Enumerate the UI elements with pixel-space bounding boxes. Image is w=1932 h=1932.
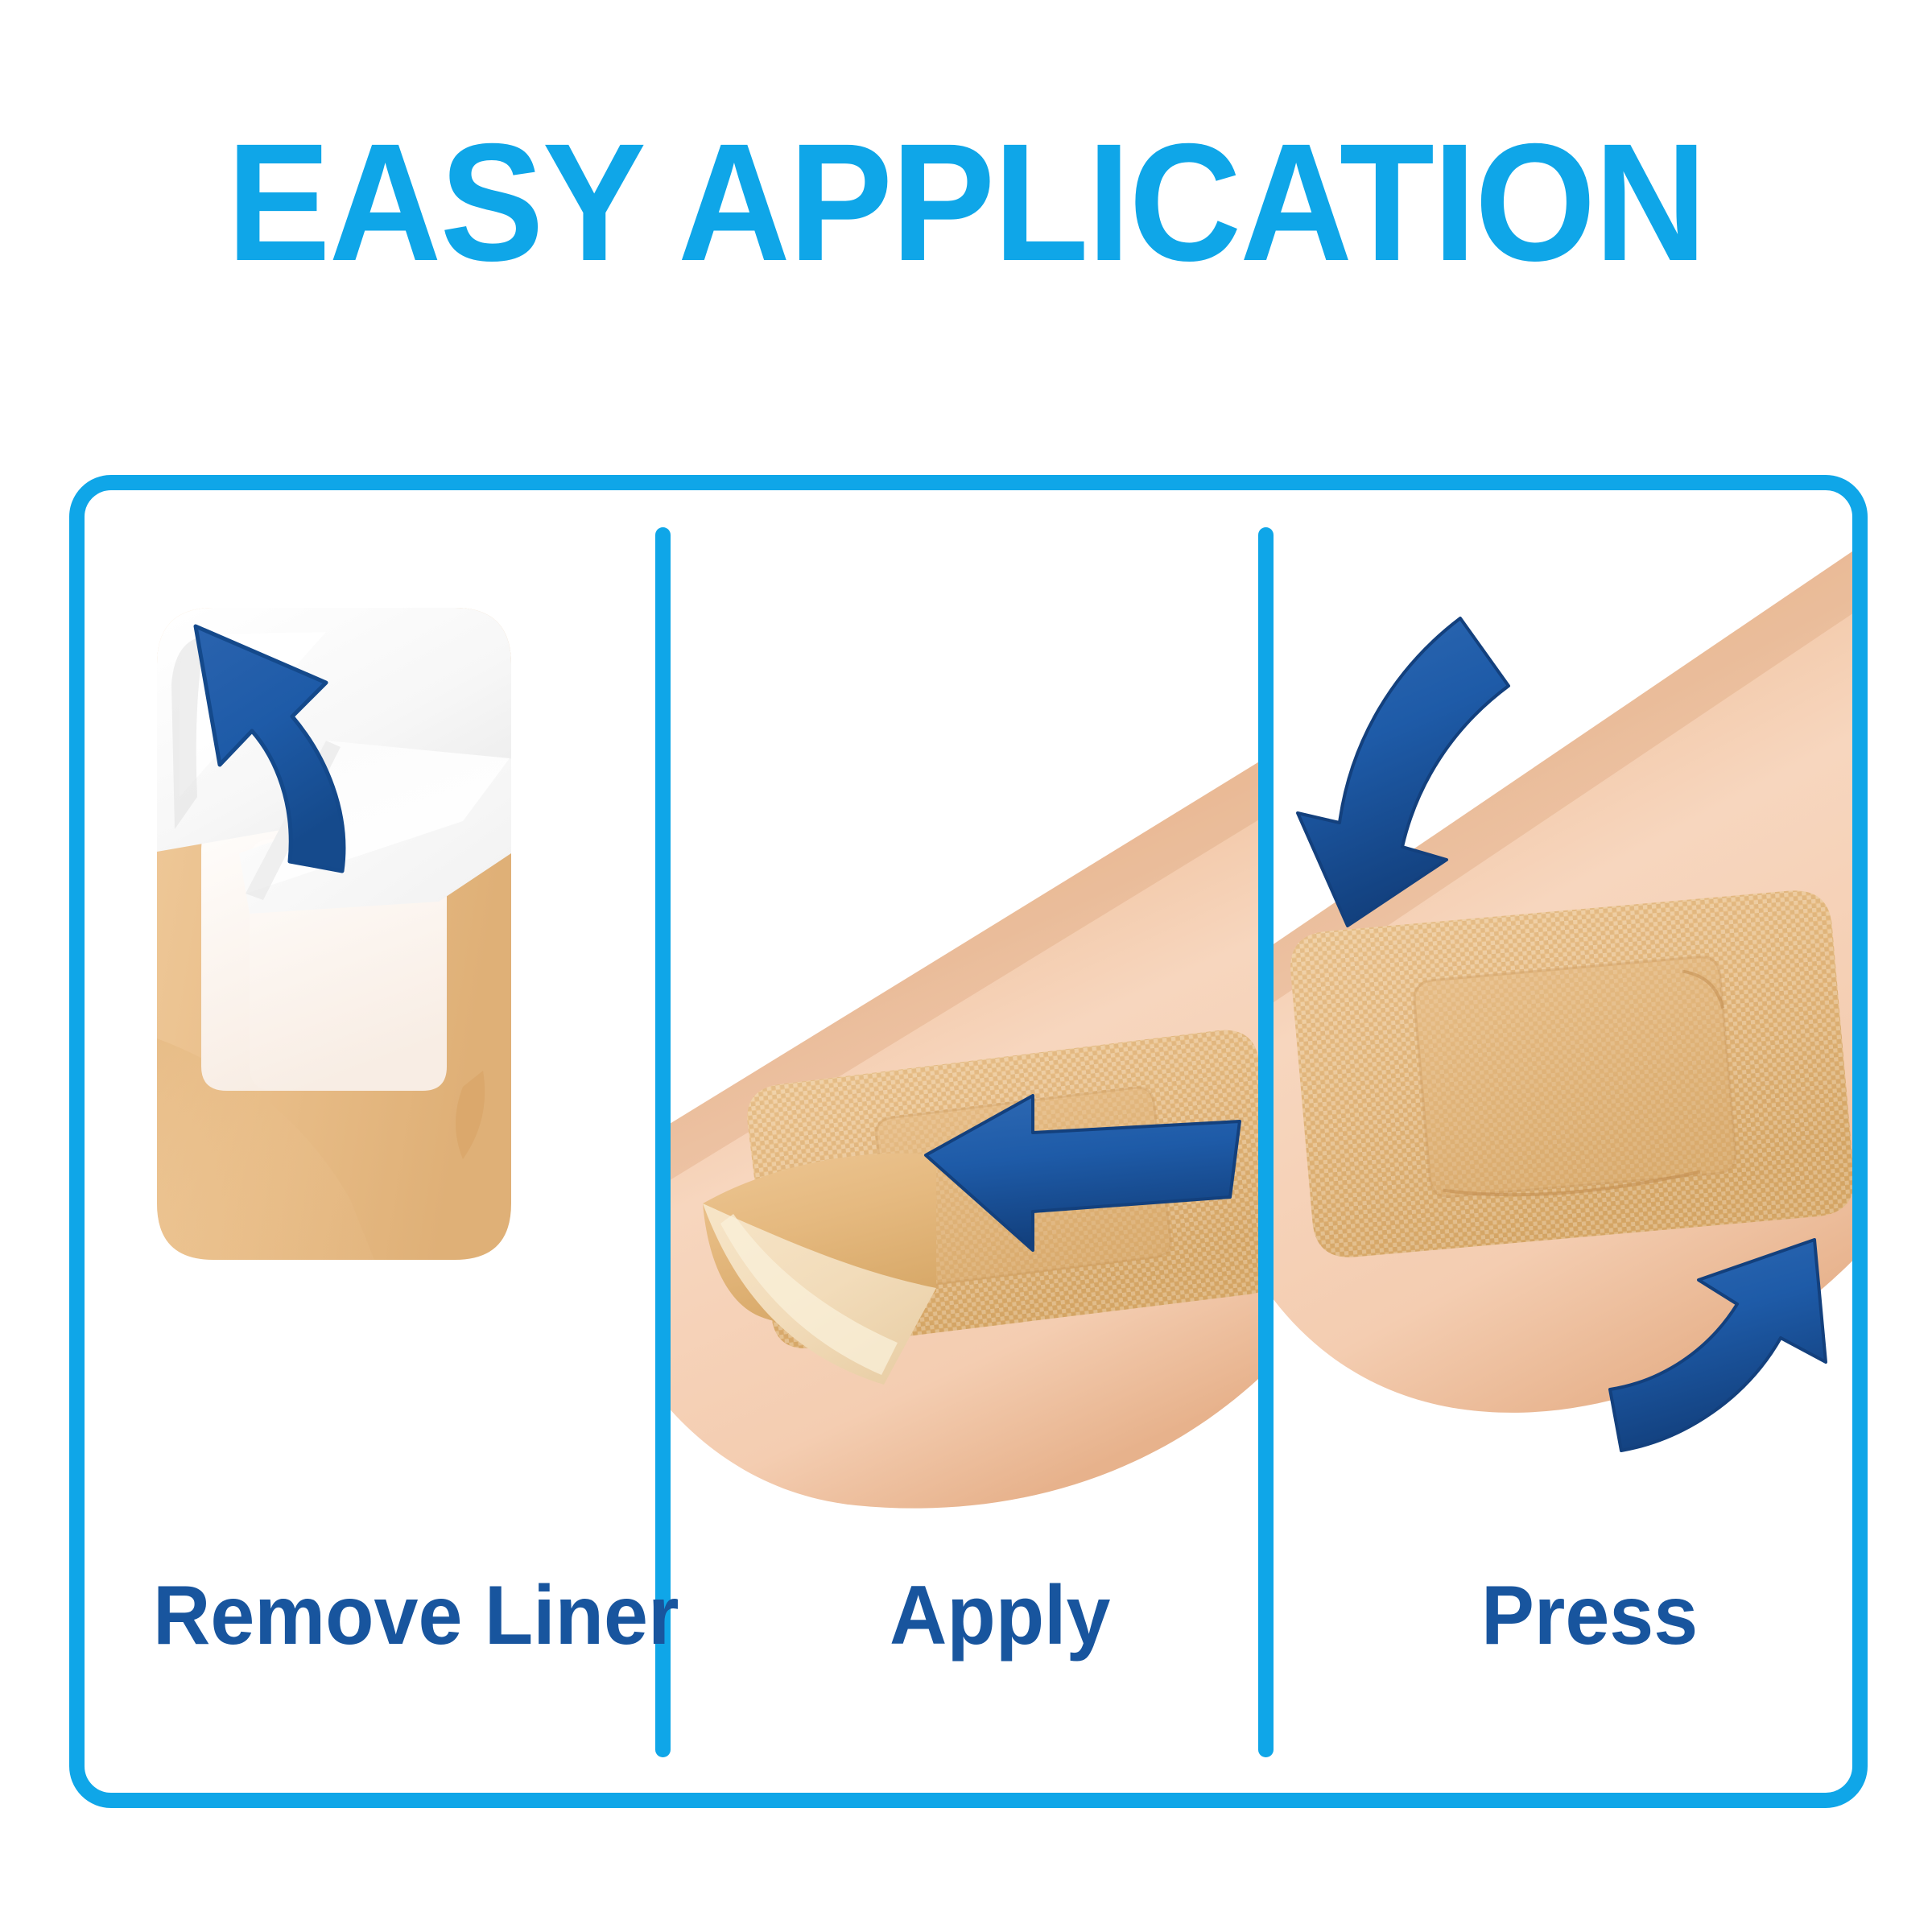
liner-edge-shadow xyxy=(171,636,205,829)
panel-divider-1 xyxy=(655,527,671,1757)
panel-divider-2 xyxy=(1258,527,1274,1757)
step-panel-apply xyxy=(671,475,1258,1808)
step-panel-press xyxy=(1274,475,1852,1808)
panel-frame xyxy=(69,475,1868,1808)
forearm-top-shading xyxy=(671,762,1258,1180)
forearm-top-shading xyxy=(1274,551,1852,1003)
step-label-press: Press xyxy=(1481,1569,1699,1662)
press-arrow-top-icon xyxy=(1296,617,1510,927)
step-label-remove-liner: Remove Liner xyxy=(153,1569,679,1662)
press-arrow-bottom-icon xyxy=(1608,1238,1827,1452)
step-label-apply: Apply xyxy=(890,1569,1111,1662)
bandage xyxy=(1290,890,1852,1257)
bandage-peel-highlight xyxy=(720,1214,898,1375)
apply-arrow-icon xyxy=(924,1094,1241,1252)
illustration-remove-liner xyxy=(157,608,511,1260)
remove-liner-arrow-icon xyxy=(193,624,346,873)
illustration-press xyxy=(1274,551,1852,1452)
page-title: EASY APPLICATION xyxy=(226,109,1707,296)
illustration-apply xyxy=(671,762,1258,1509)
bandage-shade xyxy=(157,1038,374,1260)
bandage-crease xyxy=(456,1071,485,1159)
step-panel-remove-liner xyxy=(85,475,655,1808)
